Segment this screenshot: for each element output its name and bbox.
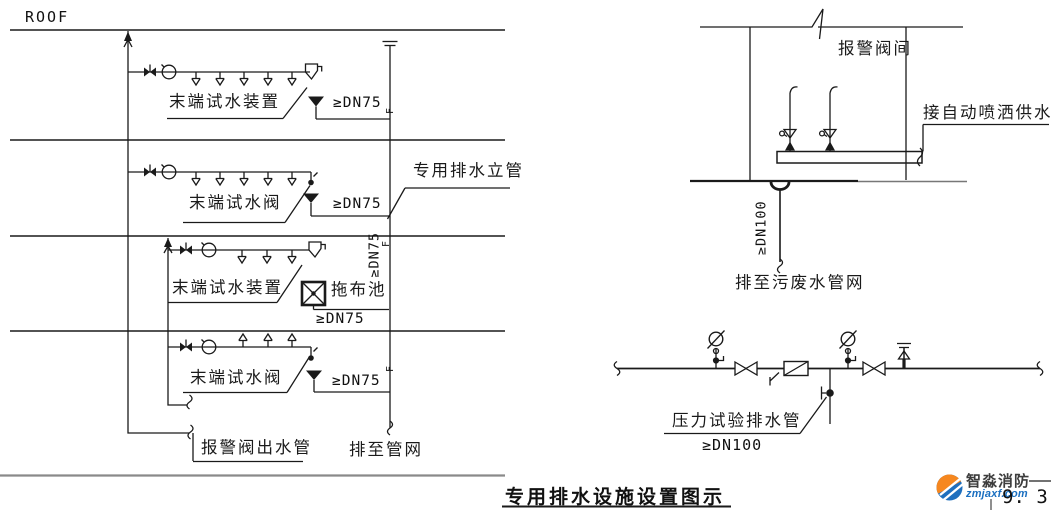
alarm-valve-pipe-right — [818, 86, 838, 152]
check-device-icon — [769, 360, 809, 386]
to-network-label: 排至管网 — [349, 441, 423, 459]
upright-sprinkler-icons — [238, 332, 297, 347]
row1-device-label: 末端试水装置 — [169, 93, 280, 111]
drain-funnel-icon — [308, 96, 390, 120]
page-number: 9. 3 — [1002, 486, 1048, 508]
mop-pool-icon — [300, 280, 389, 311]
signal-valve-icon — [180, 339, 192, 352]
floor-drain-funnel-icon — [769, 181, 791, 274]
branch-row2 — [128, 164, 390, 224]
floor-lines — [0, 29, 505, 477]
drain-riser-label: 专用排水立管 — [413, 162, 524, 180]
row2-valve-label: 末端试水阀 — [189, 194, 282, 212]
supply-main-pipe — [776, 123, 1049, 167]
gate-valve-icon — [862, 360, 886, 377]
drain-drop-pipe — [820, 368, 834, 424]
ceiling-break — [700, 8, 824, 40]
end-test-device-icon — [308, 241, 326, 259]
branch-row4 — [168, 332, 390, 394]
flow-indicator-icon — [161, 164, 177, 180]
row4-f-mark: F — [385, 365, 396, 372]
branch-row3 — [168, 241, 389, 311]
supply-riser-2 — [163, 238, 193, 410]
mop-pool-label: 拖布池 — [331, 281, 387, 299]
sprinkler-icons — [191, 172, 297, 187]
flow-indicator-icon — [161, 64, 177, 80]
row3-f-mark: F — [381, 240, 392, 247]
signal-valve-icon — [180, 242, 192, 255]
signal-valve-icon — [144, 164, 156, 177]
alarm-valve-pipe-left — [778, 86, 798, 152]
drain-riser — [382, 40, 510, 436]
pressure-test-piping — [613, 330, 1044, 435]
roof-label: ROOF — [25, 8, 70, 26]
dn100-vertical: ≥DN100 — [753, 200, 770, 256]
flow-indicator-icon — [201, 242, 217, 258]
alarm-room-label: 报警阀间 — [838, 40, 912, 58]
pressure-test-label: 压力试验排水管 — [672, 412, 802, 430]
drain-funnel-icon — [303, 193, 390, 217]
page-title: 专用排水设施设置图示 — [505, 487, 726, 508]
drain-funnel-icon — [306, 370, 390, 393]
air-vent-icon — [897, 342, 911, 369]
sprinkler-icons — [191, 72, 297, 87]
end-test-device-icon — [304, 63, 323, 81]
row4-valve-label: 末端试水阀 — [190, 369, 283, 387]
alarm-outlet-label: 报警阀出水管 — [201, 439, 312, 457]
brand-website[interactable]: zmjaxf.com — [966, 488, 1028, 500]
row1-drain-size: ≥DN75 — [333, 95, 382, 111]
supply-riser-1 — [123, 31, 194, 461]
pressure-test-size: ≥DN100 — [702, 436, 763, 454]
supply-label: 接自动喷洒供水 — [923, 104, 1051, 122]
flow-indicator-icon — [201, 339, 217, 355]
end-test-valve-icon — [308, 172, 318, 186]
brand-logo-icon — [936, 474, 964, 501]
pressure-gauge-icon — [707, 330, 725, 369]
gate-valve-icon — [734, 360, 758, 377]
brand-name: 智淼消防 — [966, 473, 1031, 490]
row1-f-mark: F — [385, 107, 396, 114]
row3-drain-size: ≥DN75 — [316, 311, 365, 327]
to-sewage-label: 排至污废水管网 — [735, 274, 865, 292]
branch-row1 — [128, 63, 390, 120]
signal-valve-icon — [144, 64, 156, 77]
end-test-valve-icon — [308, 347, 318, 361]
pressure-gauge-icon — [839, 330, 857, 369]
row2-drain-size: ≥DN75 — [333, 196, 382, 212]
row4-drain-size: ≥DN75 — [332, 373, 381, 389]
row3-device-label: 末端试水装置 — [172, 279, 283, 297]
sprinkler-icons — [237, 250, 297, 265]
riser-size-vertical: ≥DN75 — [366, 231, 383, 278]
pressure-label-leader — [664, 396, 828, 435]
alarm-valve-room — [690, 8, 1049, 274]
